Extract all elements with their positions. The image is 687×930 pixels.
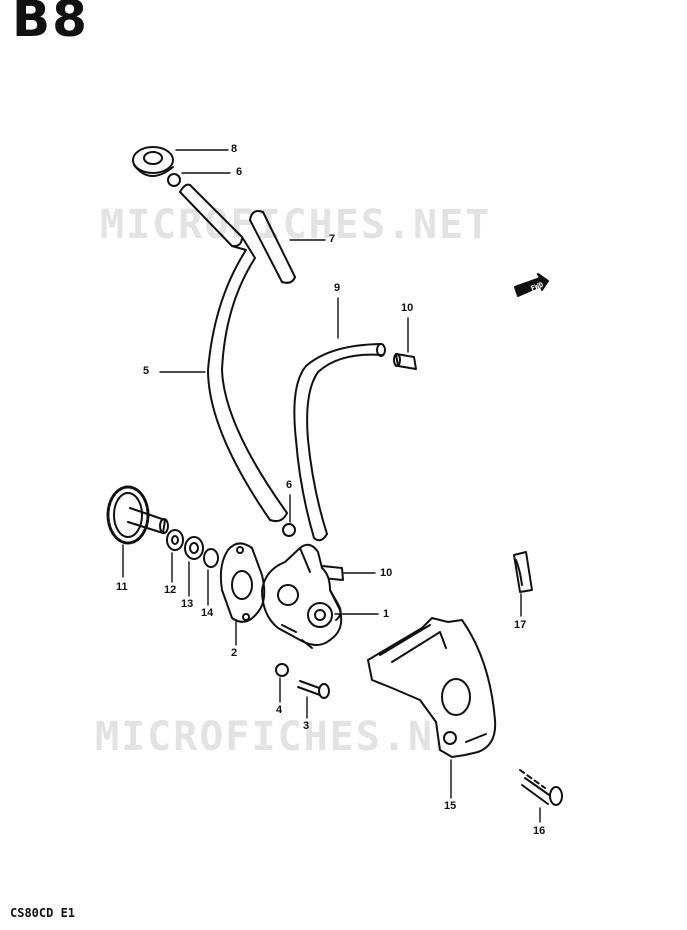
callout-6-lower: 6: [286, 479, 293, 491]
part-14-ring: [203, 548, 219, 568]
part-17-clip: [513, 551, 533, 593]
callout-8: 8: [231, 143, 238, 155]
callout-6-top: 6: [236, 166, 243, 178]
callout-4: 4: [276, 704, 283, 716]
watermark-bottom: MICROFICHES.NET: [95, 714, 487, 760]
callout-9: 9: [334, 282, 341, 294]
part-6-clip-lower: [282, 523, 296, 537]
part-13-washer: [184, 536, 204, 560]
callout-3: 3: [303, 720, 310, 732]
callout-13: 13: [181, 598, 194, 610]
part-11-gear: [106, 485, 169, 545]
part-2-gasket: [219, 542, 266, 623]
page-code: B8: [12, 0, 89, 48]
callout-14: 14: [201, 607, 214, 619]
callout-12: 12: [164, 584, 177, 596]
callout-2: 2: [231, 647, 238, 659]
part-6-clip-top: [167, 173, 181, 187]
callout-17: 17: [514, 619, 527, 631]
callout-16: 16: [533, 825, 546, 837]
part-4-oring: [275, 663, 289, 677]
callout-15: 15: [444, 800, 457, 812]
part-5-hose: [179, 183, 288, 523]
fwd-arrow-icon: [514, 273, 549, 297]
callout-11: 11: [116, 581, 128, 593]
part-12-washer: [166, 529, 184, 551]
part-16-bolt: [519, 769, 563, 806]
model-code: CS80CD E1: [10, 906, 76, 920]
part-7-short-hose: [249, 210, 296, 284]
callout-5: 5: [143, 365, 150, 377]
callout-10-upper: 10: [401, 302, 414, 314]
part-10-sleeve-upper: [393, 353, 417, 370]
part-9-pipe: [293, 343, 386, 542]
part-8-cap: [132, 146, 174, 177]
callout-10-lower: 10: [380, 567, 393, 579]
callout-7: 7: [329, 233, 336, 245]
part-15-cover: [367, 617, 497, 758]
part-1-pump: [261, 543, 343, 649]
callout-1: 1: [383, 608, 390, 620]
part-3-bolt: [297, 680, 330, 699]
